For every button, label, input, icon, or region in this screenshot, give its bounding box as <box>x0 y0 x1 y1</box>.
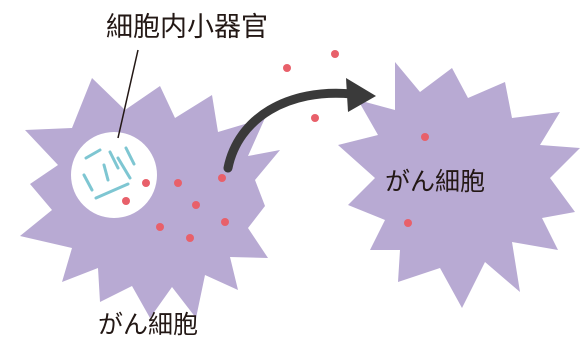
rod <box>82 173 94 192</box>
particle-dot <box>186 234 194 242</box>
particle-dot <box>331 50 339 58</box>
organelle-leader-line <box>117 49 139 139</box>
curved-arrow-icon <box>223 78 376 173</box>
organelle-rods <box>82 146 136 200</box>
rod <box>108 150 120 170</box>
particle-dot <box>142 179 150 187</box>
rod <box>94 182 130 200</box>
particle-dot <box>174 179 182 187</box>
particle-dot <box>156 223 164 231</box>
right-cancer-cell <box>338 62 580 308</box>
right-cell-label: がん細胞 <box>385 167 485 196</box>
particle-dot <box>192 201 200 209</box>
particle-dot <box>404 219 412 227</box>
particle-dot <box>311 114 319 122</box>
particle-dot <box>122 197 130 205</box>
left-cell-label: がん細胞 <box>98 310 198 339</box>
particle-dot <box>421 133 429 141</box>
rod <box>124 146 136 166</box>
particle-dot <box>218 174 226 182</box>
rod <box>116 156 132 180</box>
particles <box>122 50 429 242</box>
particle-dot <box>221 218 229 226</box>
organelle-label: 細胞内小器官 <box>106 12 268 43</box>
rod <box>84 148 102 160</box>
rod <box>102 163 110 182</box>
particle-dot <box>283 64 291 72</box>
